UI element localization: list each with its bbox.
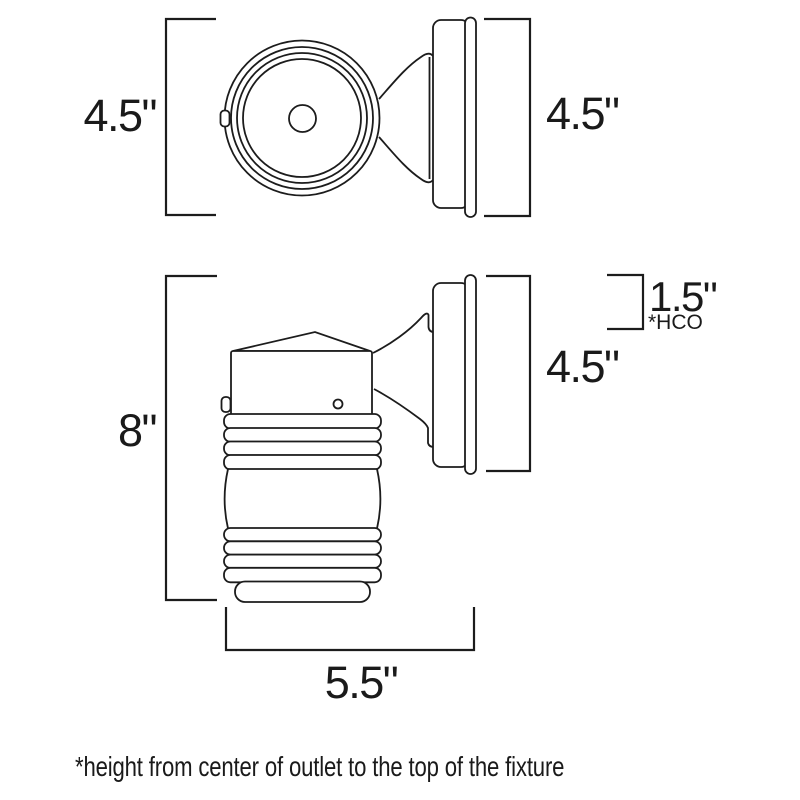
rib [223, 566, 382, 584]
side-backplate-bracket [486, 274, 532, 473]
housing-flange [223, 413, 382, 430]
front-depth-dim-label: 4.5" [546, 88, 620, 139]
hco-abbr-label: *HCO [648, 311, 703, 334]
housing-jar [223, 468, 382, 530]
mount-bar-side [464, 274, 477, 475]
rib [223, 427, 382, 443]
rib [223, 540, 382, 556]
housing-bottom-cap [234, 580, 371, 603]
hco-bracket [607, 273, 645, 331]
housing-cap [230, 350, 373, 417]
footnote: *height from center of outlet to the top… [75, 751, 565, 782]
face-clasp [219, 109, 231, 128]
mount-arm-front [378, 52, 434, 184]
lamp-housing [220, 331, 382, 603]
side-height-bracket [164, 274, 217, 602]
front-height-dim-label: 4.5" [83, 90, 157, 141]
side-width-bracket [224, 607, 476, 652]
mount-arm-side [372, 312, 435, 448]
housing-clasp [220, 396, 232, 413]
rib [223, 440, 382, 457]
front-height-bracket [164, 17, 216, 217]
hco-dim-label: 1.5" [649, 273, 718, 320]
rib [223, 527, 382, 543]
mount-plate-front [432, 19, 470, 209]
side-height-dim-label: 8" [117, 405, 158, 456]
mount-bar-front [464, 16, 477, 218]
rib [223, 553, 382, 569]
lamp-center-knob [288, 104, 317, 133]
front-view [164, 16, 532, 218]
mount-plate-side [432, 282, 470, 468]
side-backplate-dim-label: 4.5" [546, 341, 620, 392]
rib [223, 454, 382, 471]
lamp-face-rings [219, 39, 381, 197]
front-depth-bracket [484, 17, 532, 218]
side-view [164, 273, 645, 652]
side-width-dim-label: 5.5" [324, 657, 399, 708]
screw [332, 398, 344, 410]
housing-roof [232, 331, 371, 352]
